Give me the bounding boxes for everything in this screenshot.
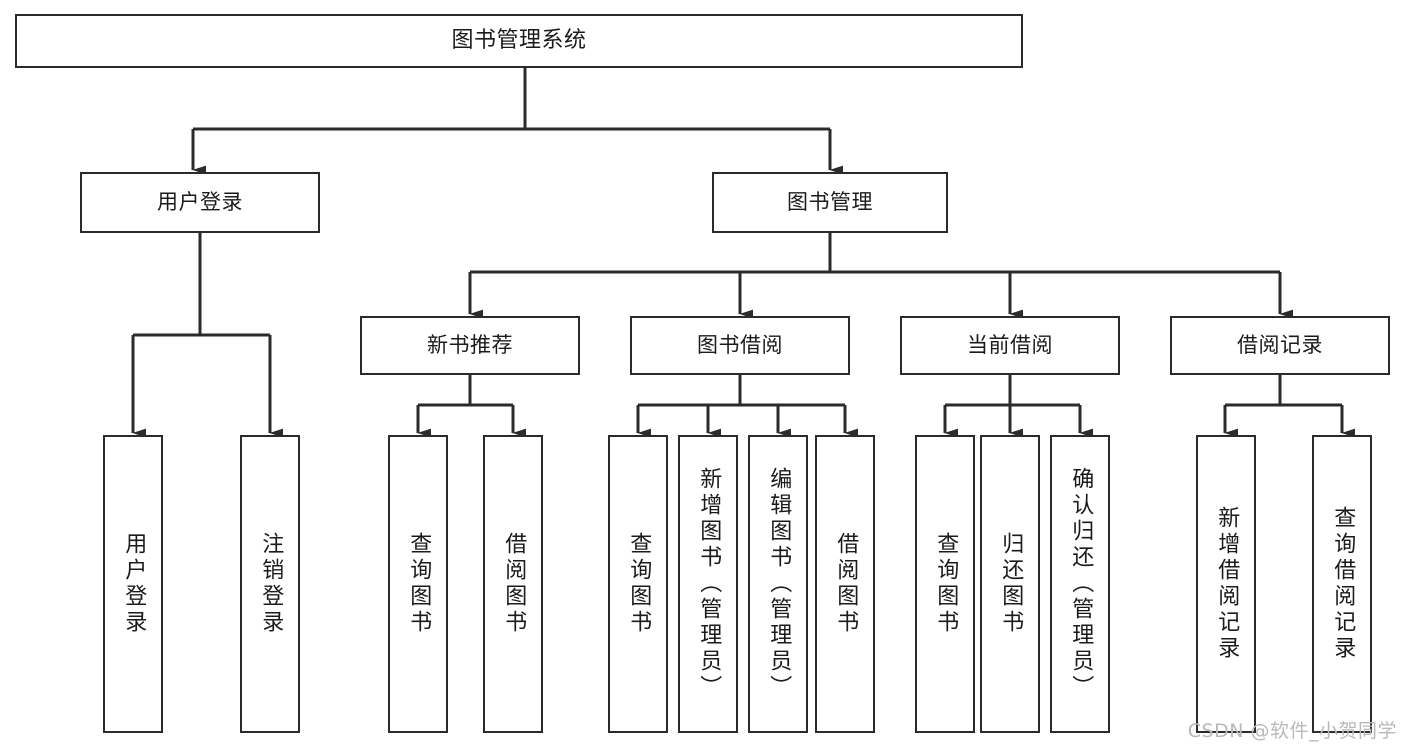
node-leaf-user-login[interactable]: 用户登录 xyxy=(103,435,163,733)
node-leaf-confirm-return[interactable]: 确认归还（管理员） xyxy=(1050,435,1110,733)
node-leaf-edit-book[interactable]: 编辑图书（管理员） xyxy=(748,435,808,733)
node-leaf-query-book-3-label: 查询图书 xyxy=(933,532,959,636)
node-book-manage[interactable]: 图书管理 xyxy=(712,172,948,233)
node-user-login-label: 用户登录 xyxy=(157,190,243,215)
node-borrow-record[interactable]: 借阅记录 xyxy=(1170,316,1390,375)
node-book-borrow-label: 图书借阅 xyxy=(697,333,783,358)
node-leaf-user-login-label: 用户登录 xyxy=(121,532,147,636)
node-leaf-query-record[interactable]: 查询借阅记录 xyxy=(1312,435,1372,733)
node-root-label: 图书管理系统 xyxy=(451,28,587,54)
node-leaf-add-record[interactable]: 新增借阅记录 xyxy=(1196,435,1256,733)
node-current-borrow-label: 当前借阅 xyxy=(967,333,1053,358)
node-current-borrow[interactable]: 当前借阅 xyxy=(900,316,1120,375)
node-leaf-borrow-book-2[interactable]: 借阅图书 xyxy=(815,435,875,733)
node-leaf-user-logout[interactable]: 注销登录 xyxy=(240,435,300,733)
node-leaf-user-logout-label: 注销登录 xyxy=(258,532,284,636)
node-book-manage-label: 图书管理 xyxy=(787,190,873,215)
node-new-book-recommend-label: 新书推荐 xyxy=(427,333,513,358)
node-leaf-query-book-2[interactable]: 查询图书 xyxy=(608,435,668,733)
node-leaf-query-record-label: 查询借阅记录 xyxy=(1330,506,1356,662)
node-leaf-borrow-book-1[interactable]: 借阅图书 xyxy=(483,435,543,733)
node-leaf-query-book-3[interactable]: 查询图书 xyxy=(915,435,975,733)
node-leaf-borrow-book-1-label: 借阅图书 xyxy=(501,532,527,636)
node-leaf-return-book[interactable]: 归还图书 xyxy=(980,435,1040,733)
node-leaf-query-book-1-label: 查询图书 xyxy=(406,532,432,636)
node-new-book-recommend[interactable]: 新书推荐 xyxy=(360,316,580,375)
node-user-login[interactable]: 用户登录 xyxy=(80,172,320,233)
watermark: CSDN @软件_小贺同学 xyxy=(1187,720,1397,742)
node-leaf-add-book-label: 新增图书（管理员） xyxy=(696,467,722,701)
node-leaf-add-book[interactable]: 新增图书（管理员） xyxy=(678,435,738,733)
node-leaf-add-record-label: 新增借阅记录 xyxy=(1214,506,1240,662)
node-leaf-borrow-book-2-label: 借阅图书 xyxy=(833,532,859,636)
node-leaf-return-book-label: 归还图书 xyxy=(998,532,1024,636)
node-leaf-edit-book-label: 编辑图书（管理员） xyxy=(766,467,792,701)
node-leaf-query-book-1[interactable]: 查询图书 xyxy=(388,435,448,733)
node-root[interactable]: 图书管理系统 xyxy=(15,14,1023,68)
node-leaf-confirm-return-label: 确认归还（管理员） xyxy=(1068,467,1094,701)
node-borrow-record-label: 借阅记录 xyxy=(1237,333,1323,358)
node-book-borrow[interactable]: 图书借阅 xyxy=(630,316,850,375)
node-leaf-query-book-2-label: 查询图书 xyxy=(626,532,652,636)
